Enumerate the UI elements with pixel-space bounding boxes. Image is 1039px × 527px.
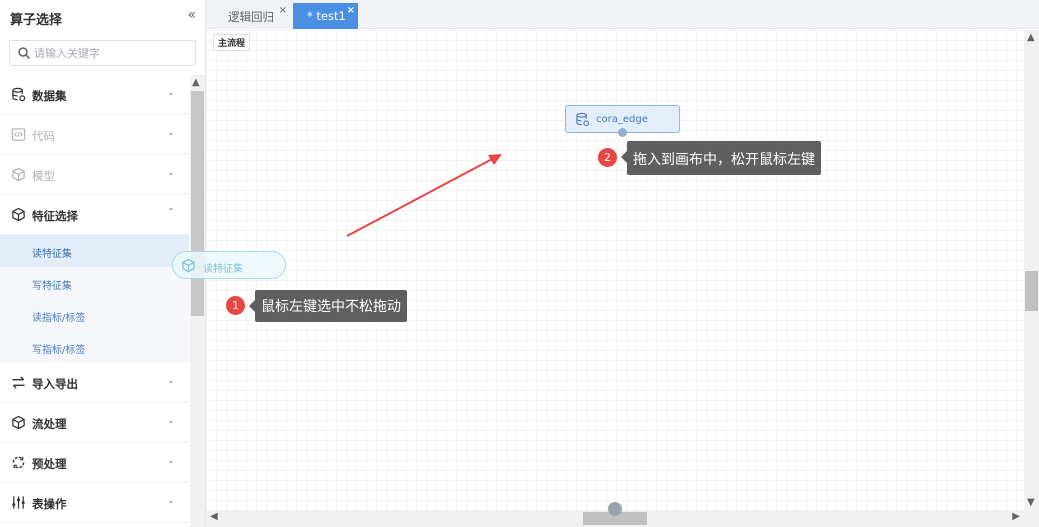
- code-icon: [11, 128, 26, 141]
- category-label: 模型: [32, 169, 55, 183]
- category-import-export[interactable]: 导入导出 ⌄: [0, 363, 189, 403]
- chevron-down-icon: ⌄: [166, 375, 175, 386]
- cube-icon: [182, 258, 195, 273]
- operator-label: 写指标/标签: [32, 345, 86, 356]
- ghost-label: 读特征集: [203, 264, 243, 275]
- operator-sidebar: 算子选择 « 数据集 ⌄ 代码 ⌄ 模型 ⌄ 特征选择 ⌃ 读特征集: [0, 0, 206, 527]
- category-table-operations[interactable]: 表操作 ⌄: [0, 483, 189, 523]
- category-dataset[interactable]: 数据集 ⌄: [0, 75, 189, 115]
- main-flow-label: 主流程: [213, 34, 251, 51]
- category-feature-selection[interactable]: 特征选择 ⌃: [0, 195, 189, 235]
- category-label: 代码: [32, 129, 55, 143]
- search-box[interactable]: [9, 40, 196, 66]
- step-badge: 1: [226, 296, 245, 315]
- step-badge: 2: [598, 148, 617, 167]
- flow-canvas[interactable]: 主流程 cora_edge: [206, 30, 1024, 510]
- canvas-handle[interactable]: [608, 502, 622, 516]
- category-code[interactable]: 代码 ⌄: [0, 115, 189, 155]
- collapse-icon[interactable]: «: [187, 7, 196, 23]
- scrollbar-thumb[interactable]: [1025, 271, 1038, 311]
- tab-test1[interactable]: * test1 ×: [293, 3, 358, 29]
- scrollbar-corner: [1024, 510, 1039, 527]
- sidebar-scrollbar[interactable]: ▲: [190, 75, 205, 527]
- sidebar-header: 算子选择 «: [0, 0, 205, 34]
- search-icon: [18, 47, 31, 60]
- tab-label: 逻辑回归: [228, 10, 274, 24]
- scrollbar-thumb[interactable]: [191, 91, 204, 316]
- operator-label: 写特征集: [32, 281, 72, 292]
- chevron-down-icon: ⌄: [166, 415, 175, 426]
- operator-read-feature-set[interactable]: 读特征集: [0, 235, 189, 267]
- category-preprocessing[interactable]: 预处理 ⌄: [0, 443, 189, 483]
- refresh-icon: [12, 456, 25, 469]
- chevron-down-icon: ⌄: [166, 87, 175, 98]
- operator-write-metric-label[interactable]: 写指标/标签: [0, 331, 189, 363]
- category-label: 特征选择: [32, 209, 78, 223]
- canvas-horizontal-scrollbar[interactable]: ◀ ▶: [206, 502, 1024, 527]
- scroll-right-icon[interactable]: ▶: [1012, 511, 1020, 522]
- category-label: 数据集: [32, 89, 67, 103]
- node-output-port[interactable]: [618, 128, 627, 137]
- category-label: 流处理: [32, 417, 67, 431]
- chevron-down-icon: ⌄: [166, 127, 175, 138]
- operator-label: 读特征集: [32, 249, 72, 260]
- cube-icon: [12, 207, 25, 222]
- drag-ghost-node: 读特征集: [172, 251, 286, 279]
- close-icon[interactable]: ×: [278, 5, 287, 16]
- tooltip-step-1: 鼠标左键选中不松拖动: [249, 290, 407, 322]
- category-label: 导入导出: [32, 377, 78, 391]
- tab-bar: 逻辑回归 × * test1 ×: [206, 0, 1039, 29]
- sidebar-title: 算子选择: [10, 13, 63, 28]
- tooltip-step-2: 拖入到画布中，松开鼠标左键: [621, 141, 821, 175]
- database-icon: [12, 87, 26, 102]
- scroll-up-icon[interactable]: ▲: [1027, 32, 1035, 43]
- category-model[interactable]: 模型 ⌄: [0, 155, 189, 195]
- category-label: 表操作: [32, 497, 67, 511]
- scrollbar-thumb[interactable]: [583, 512, 647, 525]
- category-stream-processing[interactable]: 流处理 ⌄: [0, 403, 189, 443]
- scroll-down-icon[interactable]: ▼: [1027, 497, 1035, 508]
- sliders-icon: [12, 496, 25, 509]
- operator-write-feature-set[interactable]: 写特征集: [0, 267, 189, 299]
- scroll-up-icon[interactable]: ▲: [192, 77, 200, 88]
- database-icon: [576, 112, 590, 127]
- operator-label: 读指标/标签: [32, 313, 86, 324]
- scroll-left-icon[interactable]: ◀: [210, 511, 218, 522]
- swap-icon: [12, 376, 25, 389]
- cube-icon: [12, 167, 25, 182]
- node-label: cora_edge: [596, 114, 648, 125]
- category-label: 预处理: [32, 457, 67, 471]
- chevron-down-icon: ⌄: [166, 167, 175, 178]
- chevron-up-icon: ⌃: [166, 207, 175, 218]
- cube-icon: [12, 415, 25, 430]
- category-list: 数据集 ⌄ 代码 ⌄ 模型 ⌄ 特征选择 ⌃ 读特征集 写特征集 读指标/标签 …: [0, 75, 189, 527]
- close-icon[interactable]: ×: [346, 5, 355, 16]
- tab-logistic-regression[interactable]: 逻辑回归 ×: [214, 3, 290, 29]
- chevron-down-icon: ⌄: [166, 455, 175, 466]
- canvas-node[interactable]: cora_edge: [565, 105, 680, 137]
- chevron-down-icon: ⌄: [166, 495, 175, 506]
- canvas-vertical-scrollbar[interactable]: ▲ ▼: [1024, 30, 1039, 510]
- search-input[interactable]: [34, 44, 189, 62]
- operator-read-metric-label[interactable]: 读指标/标签: [0, 299, 189, 331]
- tab-label: * test1: [307, 9, 346, 23]
